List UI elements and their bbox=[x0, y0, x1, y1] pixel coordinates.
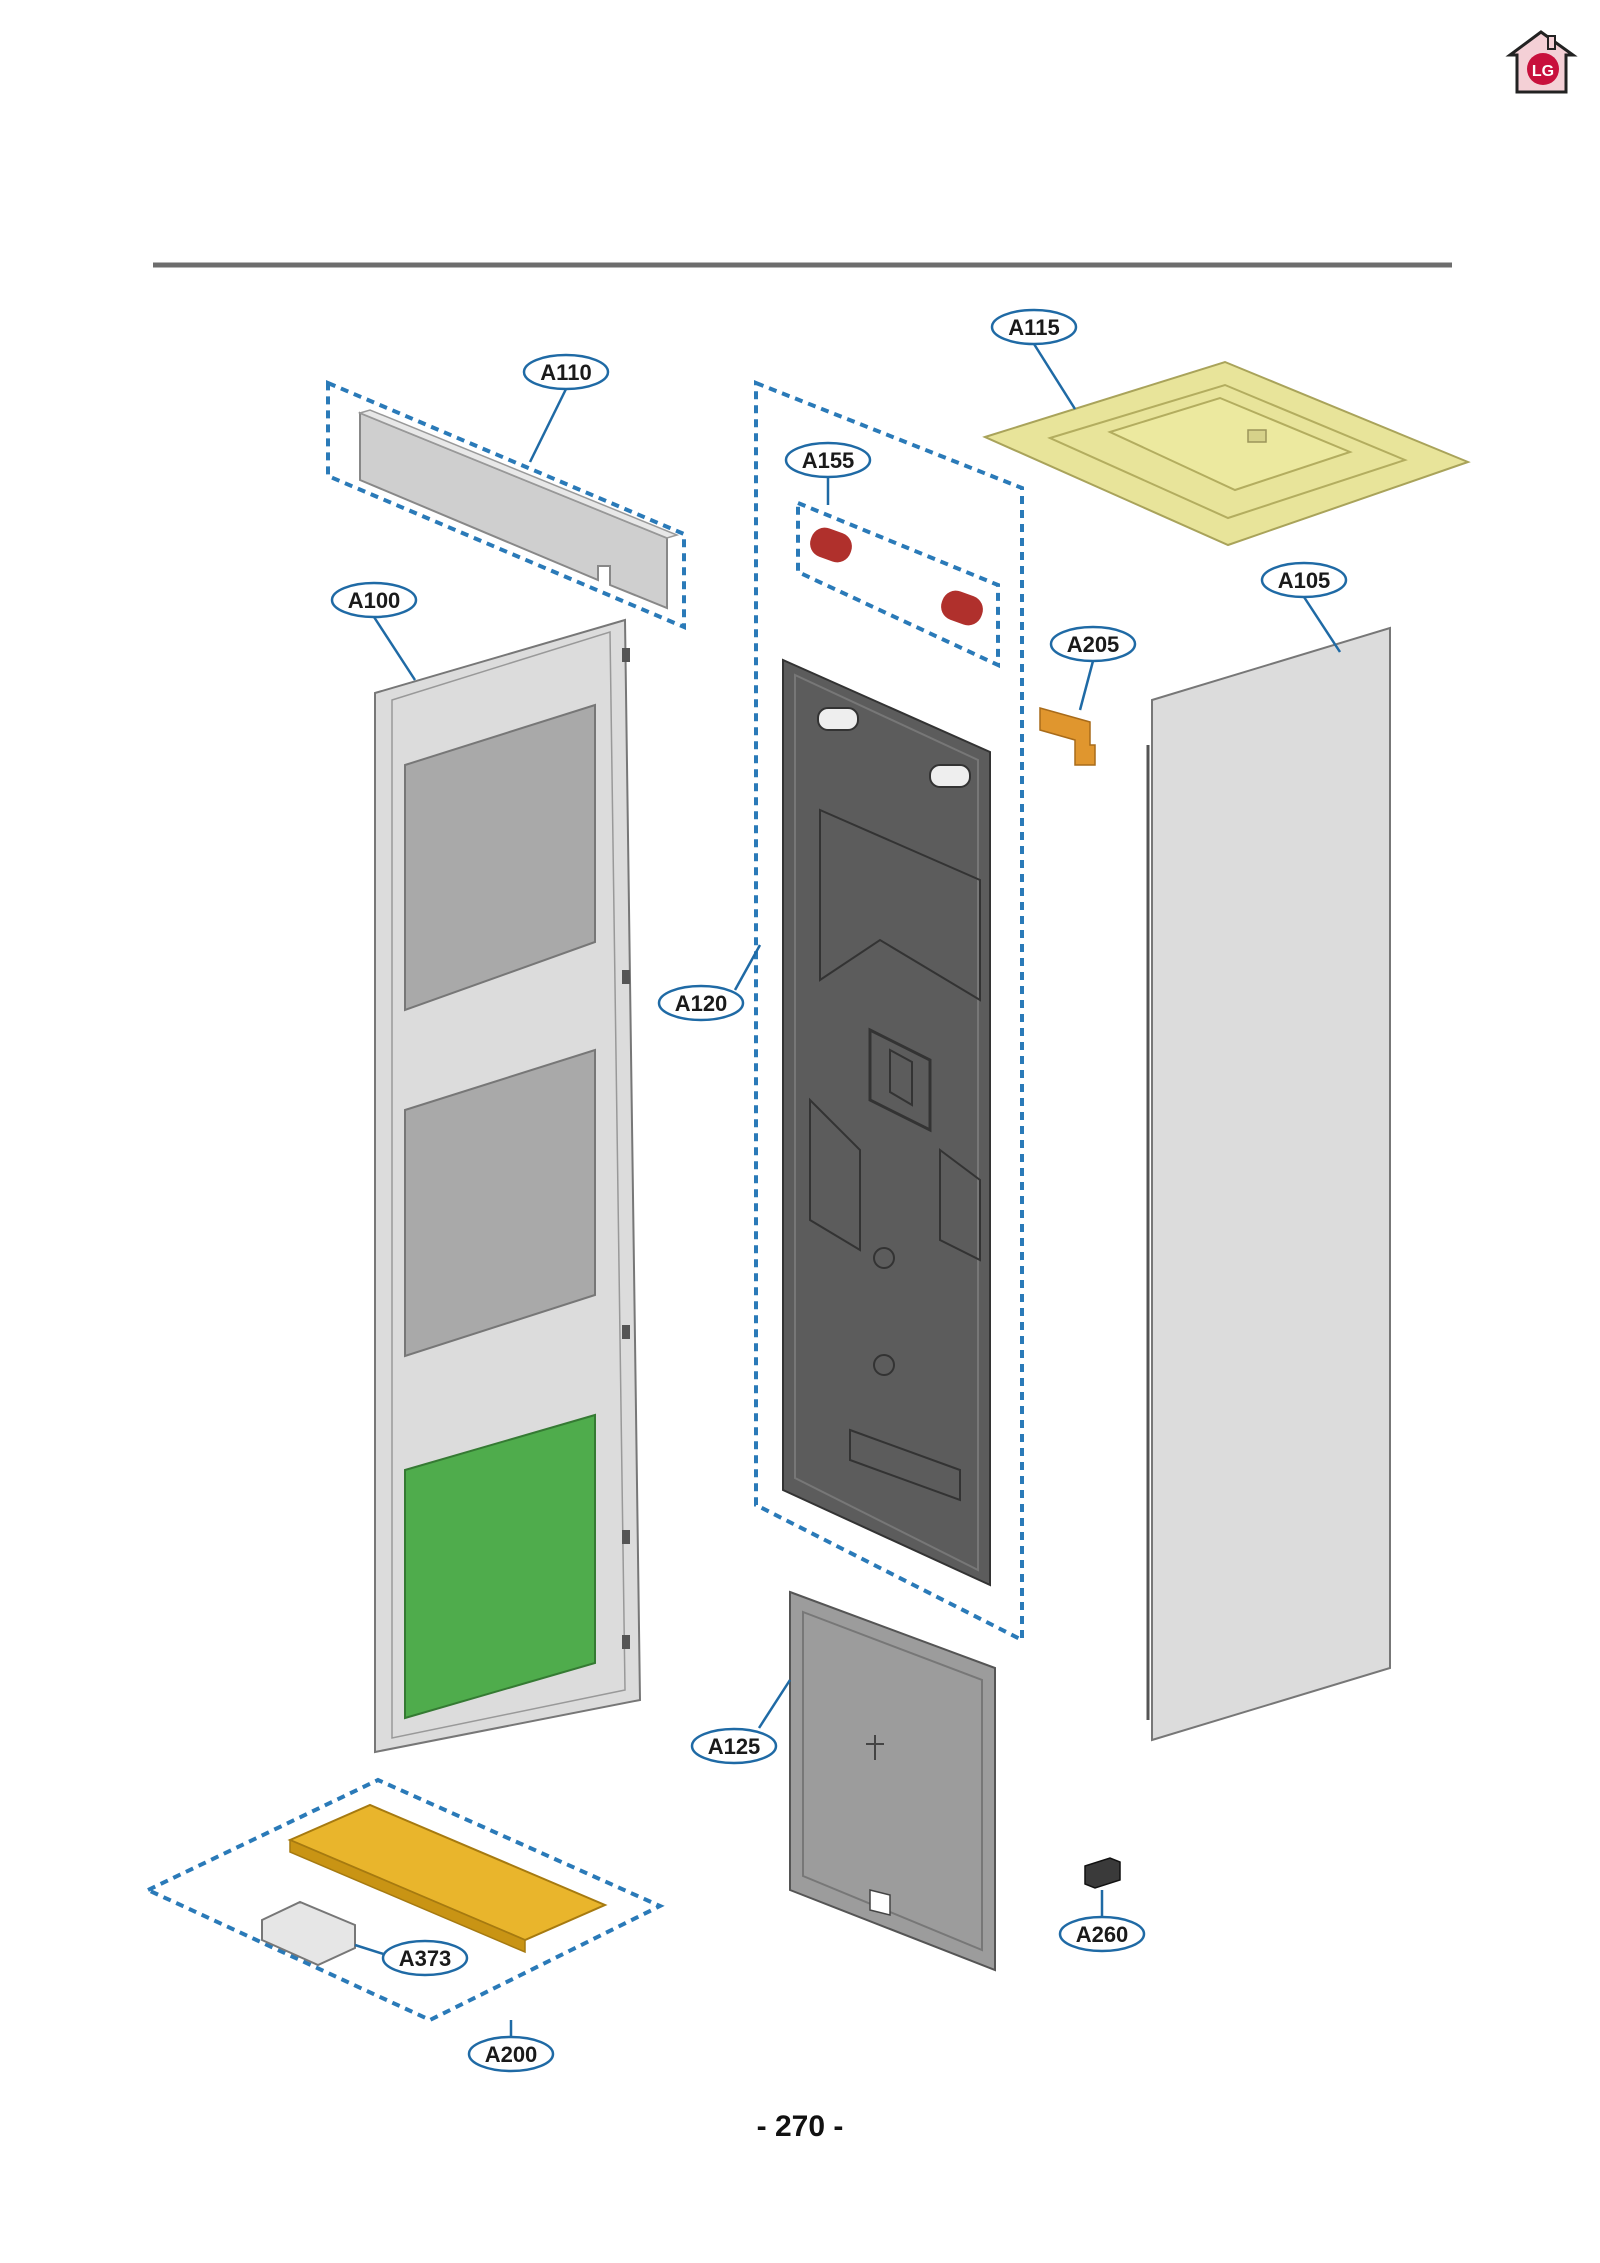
part-a120-group bbox=[754, 380, 1024, 1644]
callout-a120-label: A120 bbox=[675, 991, 728, 1016]
part-a100-panel bbox=[374, 618, 642, 1754]
callout-a205-label: A205 bbox=[1067, 632, 1120, 657]
page-number: - 270 - bbox=[756, 2110, 844, 2143]
callout-a125-label: A125 bbox=[708, 1734, 761, 1759]
part-a200-group bbox=[143, 1777, 665, 2023]
callout-a373: A373 bbox=[381, 1939, 469, 1977]
part-a105-side-panel bbox=[1146, 626, 1391, 1742]
callout-a105: A105 bbox=[1260, 561, 1348, 599]
part-a125-bottom-panel bbox=[789, 1590, 996, 1972]
callout-a373-label: A373 bbox=[399, 1946, 452, 1971]
callout-a105-label: A105 bbox=[1278, 568, 1331, 593]
callout-a155: A155 bbox=[784, 441, 872, 479]
callout-a260: A260 bbox=[1058, 1915, 1146, 1953]
part-a115-top-plate bbox=[982, 360, 1471, 547]
callout-a110-label: A110 bbox=[540, 360, 591, 385]
part-a205-bracket bbox=[1039, 707, 1096, 766]
callout-a100: A100 bbox=[330, 581, 418, 619]
callout-a260-label: A260 bbox=[1076, 1922, 1129, 1947]
callout-a115-label: A115 bbox=[1008, 315, 1059, 340]
logo-text: LG bbox=[1532, 63, 1554, 80]
callout-a125: A125 bbox=[690, 1727, 778, 1765]
part-a260-block bbox=[1084, 1857, 1121, 1889]
callout-a155-label: A155 bbox=[802, 448, 855, 473]
callout-a110: A110 bbox=[522, 353, 610, 391]
callout-a120: A120 bbox=[657, 984, 745, 1022]
callout-a115: A115 bbox=[990, 308, 1078, 346]
callout-a200-label: A200 bbox=[485, 2042, 538, 2067]
lg-home-logo-icon: LG bbox=[1505, 30, 1578, 94]
callout-a205: A205 bbox=[1049, 625, 1137, 663]
callout-a200: A200 bbox=[467, 2035, 555, 2073]
callout-a100-label: A100 bbox=[348, 588, 401, 613]
part-a110-group bbox=[326, 379, 686, 631]
